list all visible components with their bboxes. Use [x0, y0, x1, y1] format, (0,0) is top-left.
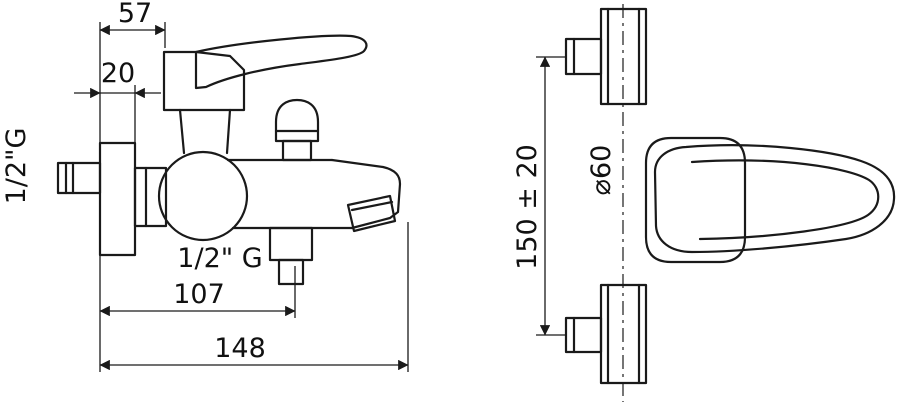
neck-line: [225, 108, 232, 155]
mixer-body-front: [644, 136, 747, 264]
bottom-outlet-thread: [277, 258, 305, 286]
cartridge-housing: [162, 50, 246, 112]
bottom-outlet: [268, 226, 314, 262]
spout-aerator: [346, 194, 397, 233]
dim-57-label: 57: [118, 0, 152, 29]
wall-connection-label: 1/2"G: [1, 128, 32, 205]
wall-connector: [133, 166, 168, 228]
dim-150-label: 150 ± 20: [512, 144, 543, 270]
dim-20-label: 20: [101, 58, 135, 89]
spout-aerator-line: [350, 200, 394, 212]
dim-148-label: 148: [214, 333, 266, 364]
inlet-pipe: [56, 161, 102, 195]
side-view-dimensions: 57 20 1/2"G 1/2" G 107 148: [1, 0, 409, 372]
lever-handle-side: [194, 34, 368, 90]
spout: [330, 158, 402, 230]
mixer-body-sphere: [157, 150, 249, 242]
wall-plate: [98, 141, 137, 257]
front-view: 150 ± 20 ⌀60: [512, 4, 896, 402]
lever-handle-inner-line: [690, 159, 880, 241]
top-inlet-connector: [564, 37, 603, 76]
bottom-inlet-connector: [564, 316, 603, 354]
neck-line: [178, 108, 186, 155]
lever-handle-front: [653, 144, 896, 254]
diverter-stem: [281, 139, 313, 162]
front-view-dimensions: 150 ± 20 ⌀60: [512, 56, 617, 336]
side-view: 57 20 1/2"G 1/2" G 107 148: [1, 0, 409, 372]
diverter-knob: [274, 98, 320, 143]
outlet-thread-label: 1/2" G: [177, 243, 262, 274]
dim-107-label: 107: [173, 279, 225, 310]
flange-diameter-label: ⌀60: [586, 145, 617, 196]
